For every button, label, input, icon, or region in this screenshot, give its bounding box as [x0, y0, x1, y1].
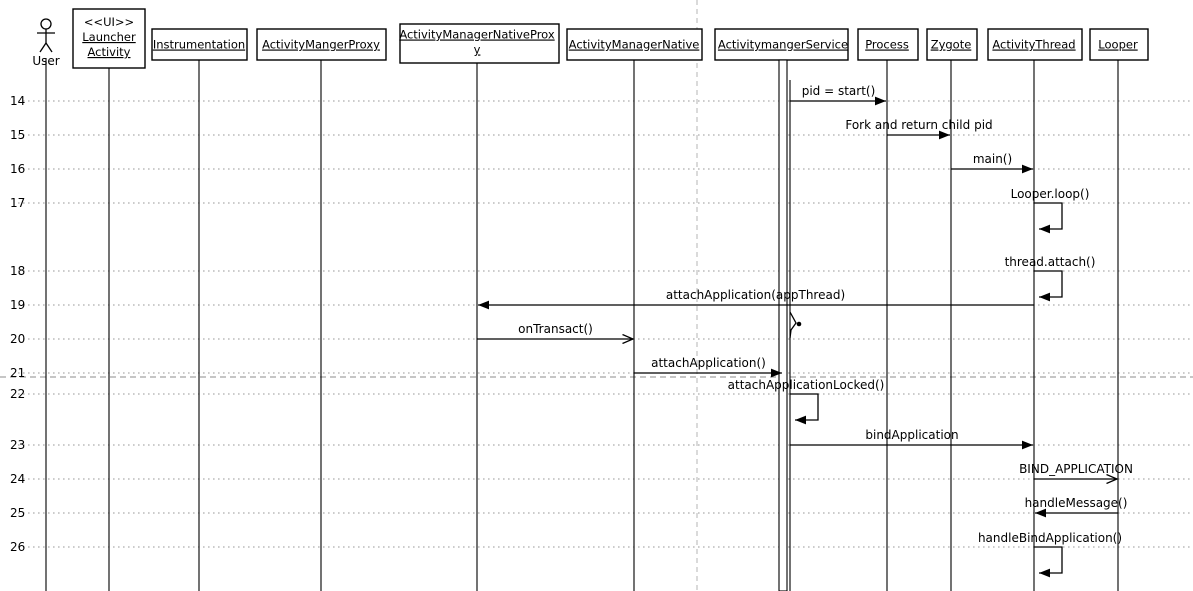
row-number-14: 14	[10, 94, 25, 108]
lifeline-box-activity-manger-proxy[interactable]	[256, 28, 387, 61]
lifeline-label-process: Process	[865, 38, 909, 52]
self-call-line-msg-looper-loop	[1034, 202, 1063, 234]
lifeline-box-activity-manager-native-proxy[interactable]	[399, 23, 560, 64]
marker-group	[789, 311, 802, 339]
lifeline-box-process[interactable]	[857, 28, 919, 61]
lifeline-label-activity-manager-native-proxy: ActivityManagerNativeProx	[399, 28, 555, 42]
lifeline-box-looper[interactable]	[1089, 28, 1149, 61]
activation-group	[778, 59, 791, 591]
message-label-msg-attach-application-app-thread: attachApplication(appThread)	[666, 288, 845, 302]
lifeline-box-instrumentation[interactable]	[151, 28, 248, 61]
row-number-19: 19	[10, 298, 25, 312]
message-label-msg-attach-application: attachApplication()	[651, 356, 766, 370]
message-group: pid = start() Fork and return child pid ma…	[477, 84, 1133, 578]
row-number-24: 24	[10, 472, 25, 486]
message-label-msg-on-transact: onTransact()	[518, 322, 593, 336]
row-number-17: 17	[10, 196, 25, 210]
found-message-marker	[789, 311, 797, 339]
row-guide-group	[18, 100, 1193, 548]
lifeline-label-activity-manger-service: ActivitymangerService	[718, 38, 848, 52]
row-number-22: 22	[10, 387, 25, 401]
self-call-line-msg-attach-application-locked	[790, 393, 819, 425]
message-label-msg-handle-message: handleMessage()	[1025, 496, 1128, 510]
row-number-18: 18	[10, 264, 25, 278]
message-label-msg-fork-return-child-pid: Fork and return child pid	[845, 118, 992, 132]
found-message-marker-dot	[796, 321, 802, 327]
message-label-msg-handle-bind-application: handleBindApplication()	[978, 531, 1122, 545]
row-number-20: 20	[10, 332, 25, 346]
lifeline-label-activity-manger-proxy: ActivityMangerProxy	[262, 38, 380, 52]
message-label-msg-bind-application-const: BIND_APPLICATION	[1019, 462, 1133, 476]
row-number-group: 14 15 16 17 18 19 20 21 22 23 24 25 26	[10, 94, 25, 554]
message-label-msg-thread-attach: thread.attach()	[1005, 255, 1096, 269]
lifeline-stereotype-launcher-activity: <<UI>>	[84, 15, 134, 29]
lifeline-label-looper: Looper	[1098, 38, 1138, 52]
actor-leg-left-icon	[39, 42, 47, 53]
message-label-msg-attach-application-locked: attachApplicationLocked()	[728, 378, 885, 392]
message-label-msg-looper-loop: Looper.loop()	[1011, 187, 1090, 201]
lifeline-label-activity-manager-native: ActivityManagerNative	[569, 38, 700, 52]
actor-label: User	[32, 54, 59, 68]
row-number-15: 15	[10, 128, 25, 142]
lifeline-label-zygote: Zygote	[931, 38, 972, 52]
message-label-msg-bind-application: bindApplication	[865, 428, 958, 442]
actor-leg-right-icon	[45, 42, 53, 53]
lifeline-label2-launcher-activity: Activity	[87, 45, 130, 59]
message-label-msg-main: main()	[973, 152, 1012, 166]
lifeline-box-zygote[interactable]	[926, 28, 978, 61]
row-number-26: 26	[10, 540, 25, 554]
activation-service-main	[778, 59, 788, 591]
user-actor: User	[32, 18, 60, 591]
lifeline-label-instrumentation: Instrumentation	[153, 38, 245, 52]
lifeline-label2-activity-manager-native-proxy: y	[474, 43, 481, 57]
lifeline-label-activity-thread: ActivityThread	[992, 38, 1075, 52]
lifeline-box-launcher-activity[interactable]	[72, 8, 146, 69]
row-number-23: 23	[10, 438, 25, 452]
row-number-21: 21	[10, 366, 25, 380]
self-call-line-msg-thread-attach	[1034, 270, 1063, 302]
self-call-line-msg-handle-bind-application	[1034, 546, 1063, 578]
lifeline-label-launcher-activity: Launcher	[82, 30, 136, 44]
actor-head-icon	[40, 18, 52, 30]
lifeline-box-activity-thread[interactable]	[987, 28, 1083, 61]
message-label-msg-pid-start: pid = start()	[802, 84, 876, 98]
row-number-16: 16	[10, 162, 25, 176]
row-number-25: 25	[10, 506, 25, 520]
lifeline-box-activity-manager-native[interactable]	[566, 28, 703, 61]
